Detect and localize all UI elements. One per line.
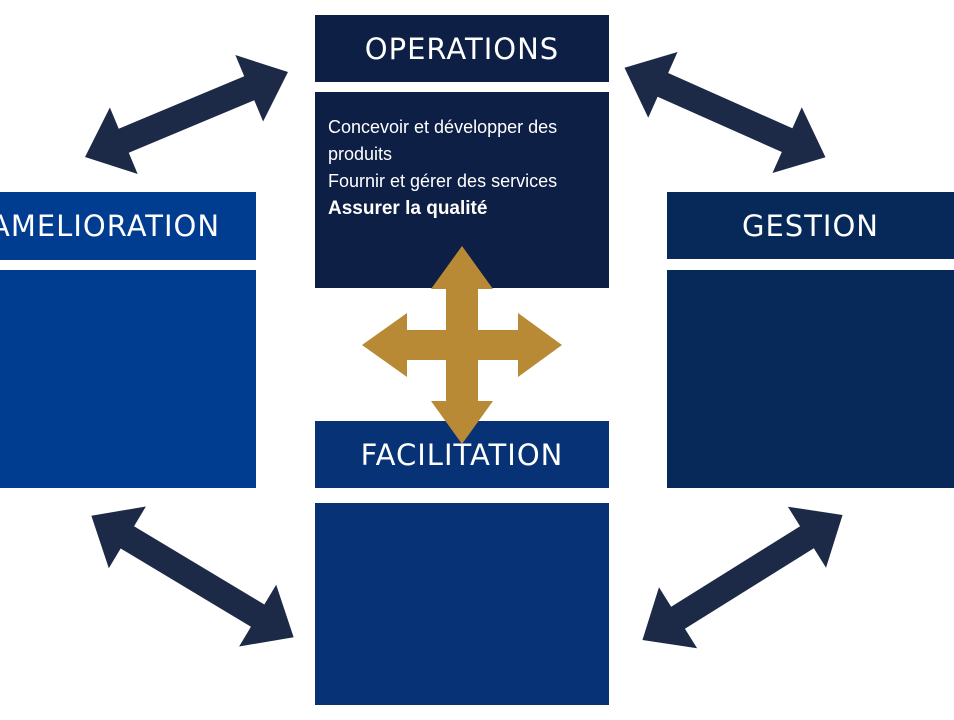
four-way-move-arrow-icon bbox=[362, 246, 562, 444]
operations-line-3: Fournir et gérer des services bbox=[328, 171, 558, 191]
amelioration-panel bbox=[0, 270, 256, 488]
double-headed-arrow-icon bbox=[91, 506, 294, 647]
operations-header: OPERATIONS bbox=[315, 15, 609, 82]
operations-panel: Concevoir et développer des produits Fou… bbox=[315, 92, 609, 288]
operations-line-2: produits bbox=[328, 144, 393, 164]
operations-line-4: Assurer la qualité bbox=[328, 198, 488, 219]
amelioration-title: AMELIORATION bbox=[0, 209, 221, 243]
gestion-header: GESTION bbox=[667, 192, 954, 259]
facilitation-panel bbox=[315, 503, 609, 705]
gestion-title: GESTION bbox=[742, 208, 879, 243]
amelioration-header: AMELIORATION bbox=[0, 192, 256, 260]
double-headed-arrow-icon bbox=[642, 506, 843, 649]
gestion-panel bbox=[667, 270, 954, 488]
operations-line-1: Concevoir et développer des bbox=[328, 117, 558, 137]
operations-title: OPERATIONS bbox=[364, 31, 560, 66]
double-headed-arrow-icon bbox=[624, 51, 826, 174]
double-headed-arrow-icon bbox=[85, 55, 288, 174]
